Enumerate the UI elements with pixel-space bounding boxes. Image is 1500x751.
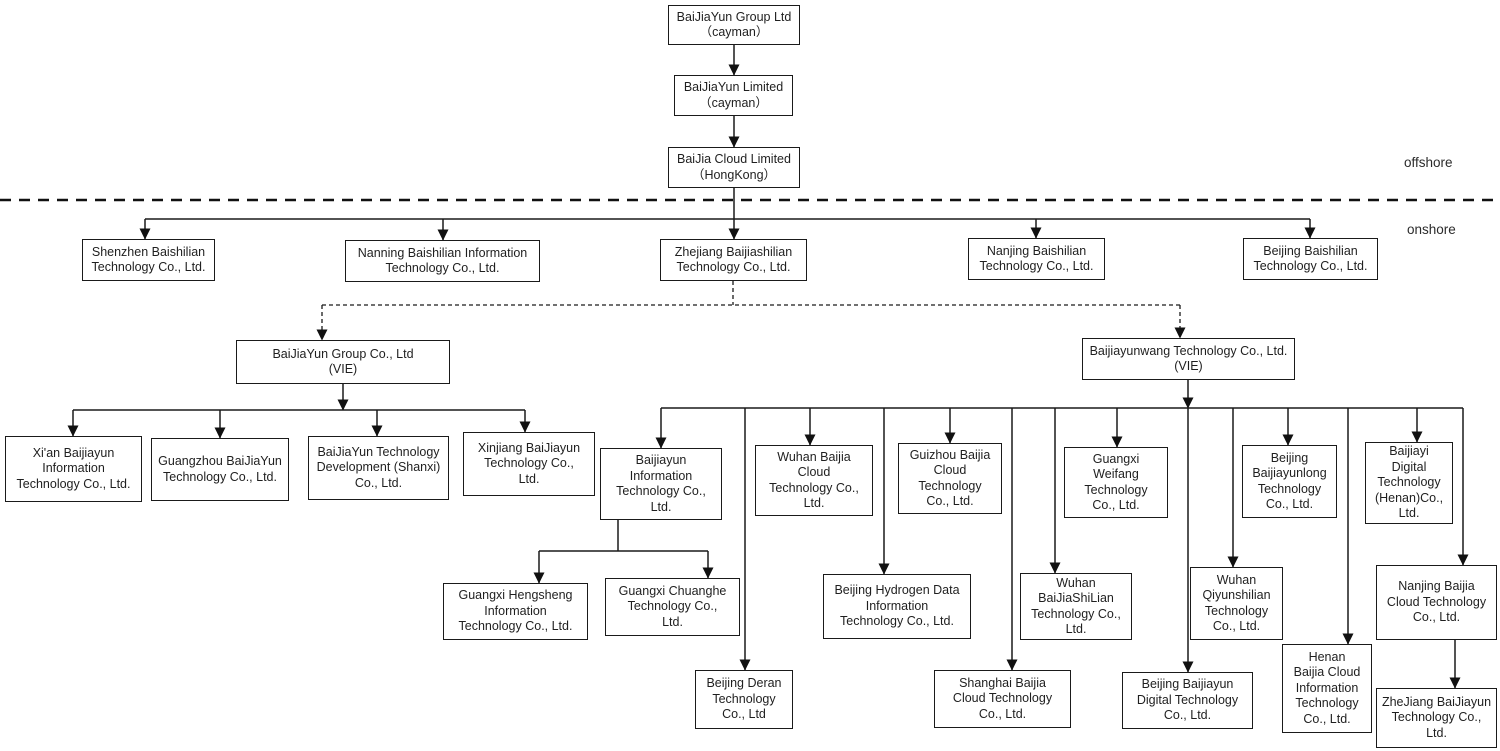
node-label: Nanning Baishilian Information Technolog… <box>357 245 528 276</box>
node-label: Wuhan Baijia Cloud Technology Co., Ltd. <box>769 449 859 511</box>
node-label: Baijiayi Digital Technology (Henan)Co., … <box>1374 444 1444 521</box>
node-label: BaiJia Cloud Limited （HongKong） <box>677 152 791 182</box>
node-baijiayun-limited: BaiJiaYun Limited （cayman） <box>674 75 793 116</box>
node-label: Wuhan Qiyunshilian Technology Co., Ltd. <box>1202 572 1271 634</box>
node-label: Zhejiang Baijiashilian Technology Co., L… <box>674 244 793 275</box>
node-label: Beijing Hydrogen Data Information Techno… <box>834 583 960 629</box>
node-zhejiang-baijiashilian: Zhejiang Baijiashilian Technology Co., L… <box>660 239 807 281</box>
node-baijiayun-shanxi: BaiJiaYun Technology Development (Shanxi… <box>308 436 449 500</box>
node-baijiayun-group-vie: BaiJiaYun Group Co., Ltd (VIE) <box>236 340 450 384</box>
node-nanjing-baishilian: Nanjing Baishilian Technology Co., Ltd. <box>968 238 1105 280</box>
node-guangxi-weifang: Guangxi Weifang Technology Co., Ltd. <box>1064 447 1168 518</box>
node-label: BaiJiaYun Group Co., Ltd (VIE) <box>272 346 414 377</box>
node-label: Guangxi Chuanghe Technology Co., Ltd. <box>618 583 727 629</box>
node-label: Xi'an Baijiayun Information Technology C… <box>16 445 131 491</box>
node-label: Beijing Deran Technology Co., Ltd <box>706 676 782 722</box>
node-label: Xinjiang BaiJiayun Technology Co., Ltd. <box>477 440 581 486</box>
node-baijia-cloud-limited: BaiJia Cloud Limited （HongKong） <box>668 147 800 188</box>
node-label: BaiJiaYun Limited （cayman） <box>683 80 784 110</box>
node-baijiayunwang-vie: Baijiayunwang Technology Co., Ltd. (VIE) <box>1082 338 1295 380</box>
node-label: Henan Baijia Cloud Information Technolog… <box>1293 649 1361 726</box>
node-guangzhou-baijiayun: Guangzhou BaiJiaYun Technology Co., Ltd. <box>151 438 289 501</box>
node-label: Nanjing Baishilian Technology Co., Ltd. <box>979 243 1094 274</box>
node-henan-baijia-cloud: Henan Baijia Cloud Information Technolog… <box>1282 644 1372 733</box>
node-label: ZheJiang BaiJiayun Technology Co., Ltd. <box>1381 694 1492 740</box>
node-xinjiang-baijiayun: Xinjiang BaiJiayun Technology Co., Ltd. <box>463 432 595 496</box>
offshore-label: offshore <box>1404 155 1453 170</box>
node-nanjing-baijia-cloud: Nanjing Baijia Cloud Technology Co., Ltd… <box>1376 565 1497 640</box>
node-guangxi-hengsheng: Guangxi Hengsheng Information Technology… <box>443 583 588 640</box>
node-shanghai-baijia-cloud: Shanghai Baijia Cloud Technology Co., Lt… <box>934 670 1071 728</box>
node-beijing-baishilian: Beijing Baishilian Technology Co., Ltd. <box>1243 238 1378 280</box>
node-label: Guangzhou BaiJiaYun Technology Co., Ltd. <box>158 454 282 484</box>
node-label: Nanjing Baijia Cloud Technology Co., Ltd… <box>1386 579 1487 625</box>
node-baijiayun-group-ltd: BaiJiaYun Group Ltd （cayman） <box>668 5 800 45</box>
node-beijing-baijiayunlong: Beijing Baijiayunlong Technology Co., Lt… <box>1242 445 1337 518</box>
node-baijiayi-digital-henan: Baijiayi Digital Technology (Henan)Co., … <box>1365 442 1453 524</box>
node-beijing-hydrogen-data: Beijing Hydrogen Data Information Techno… <box>823 574 971 639</box>
node-wuhan-baijiashilian: Wuhan BaiJiaShiLian Technology Co., Ltd. <box>1020 573 1132 640</box>
node-label: Guangxi Weifang Technology Co., Ltd. <box>1084 451 1148 513</box>
onshore-label: onshore <box>1407 222 1456 237</box>
node-label: BaiJiaYun Group Ltd （cayman） <box>676 9 792 40</box>
node-beijing-baijiayun-digital: Beijing Baijiayun Digital Technology Co.… <box>1122 672 1253 729</box>
node-wuhan-qiyunshilian: Wuhan Qiyunshilian Technology Co., Ltd. <box>1190 567 1283 640</box>
node-nanning-baishilian: Nanning Baishilian Information Technolog… <box>345 240 540 282</box>
node-baijiayun-information: Baijiayun Information Technology Co., Lt… <box>600 448 722 520</box>
node-guangxi-chuanghe: Guangxi Chuanghe Technology Co., Ltd. <box>605 578 740 636</box>
node-label: Beijing Baijiayun Digital Technology Co.… <box>1136 677 1239 723</box>
node-label: Beijing Baishilian Technology Co., Ltd. <box>1253 243 1368 274</box>
node-label: Shanghai Baijia Cloud Technology Co., Lt… <box>952 675 1053 721</box>
node-label: Baijiayunwang Technology Co., Ltd. (VIE) <box>1089 343 1288 374</box>
node-label: Beijing Baijiayunlong Technology Co., Lt… <box>1252 450 1327 512</box>
node-zhejiang-baijiayun: ZheJiang BaiJiayun Technology Co., Ltd. <box>1376 688 1497 748</box>
node-label: Guizhou Baijia Cloud Technology Co., Ltd… <box>909 447 991 509</box>
node-label: Wuhan BaiJiaShiLian Technology Co., Ltd. <box>1031 575 1121 637</box>
node-wuhan-baijia-cloud: Wuhan Baijia Cloud Technology Co., Ltd. <box>755 445 873 516</box>
node-shenzhen-baishilian: Shenzhen Baishilian Technology Co., Ltd. <box>82 239 215 281</box>
node-label: Guangxi Hengsheng Information Technology… <box>458 588 573 634</box>
node-label: BaiJiaYun Technology Development (Shanxi… <box>316 444 441 490</box>
node-guizhou-baijia-cloud: Guizhou Baijia Cloud Technology Co., Ltd… <box>898 443 1002 514</box>
node-label: Shenzhen Baishilian Technology Co., Ltd. <box>91 244 206 275</box>
node-label: Baijiayun Information Technology Co., Lt… <box>616 453 706 514</box>
node-beijing-deran: Beijing Deran Technology Co., Ltd <box>695 670 793 729</box>
node-xian-baijiayun: Xi'an Baijiayun Information Technology C… <box>5 436 142 502</box>
